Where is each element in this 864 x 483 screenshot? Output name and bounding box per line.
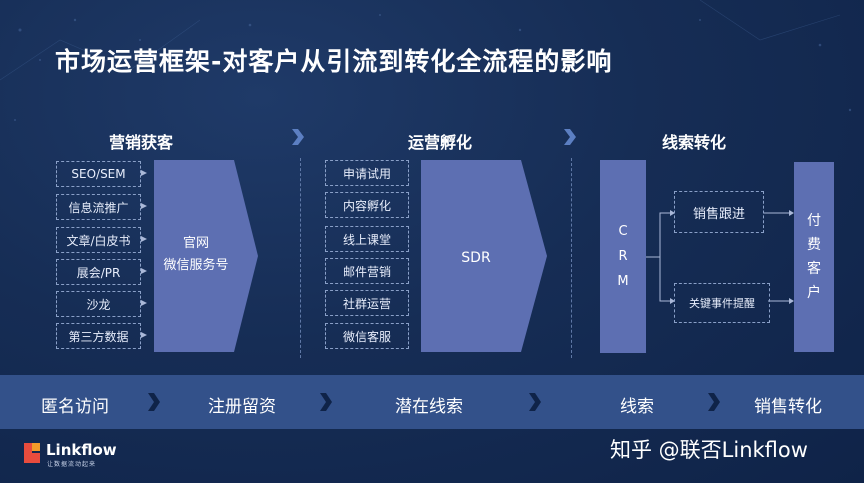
flow-stage-anonymous: 匿名访问 bbox=[41, 397, 109, 417]
zhihu-watermark: 知乎 @联否Linkflow bbox=[610, 438, 808, 462]
channel-box: SEO/SEM bbox=[56, 161, 141, 187]
nurture-box: 微信客服 bbox=[325, 323, 409, 349]
section-title-conversion: 线索转化 bbox=[662, 133, 727, 152]
paying-char: 付 bbox=[807, 213, 821, 229]
flow-stage-register: 注册留资 bbox=[208, 397, 276, 417]
nurture-box: 申请试用 bbox=[325, 160, 409, 186]
crm-connectors bbox=[646, 210, 794, 304]
paying-char: 客 bbox=[807, 261, 821, 277]
section-title-acquisition: 营销获客 bbox=[109, 133, 174, 152]
flow-stage-potential-lead: 潜在线索 bbox=[395, 397, 463, 417]
chevron-right-icon bbox=[708, 393, 720, 411]
crm-letter: R bbox=[618, 249, 628, 264]
paying-customer-block: 付 费 客 户 bbox=[794, 162, 834, 352]
hub-official-site-block bbox=[154, 160, 258, 352]
chevron-right-icon bbox=[148, 393, 160, 411]
logo-tagline: 让数据流动起来 bbox=[47, 461, 97, 468]
hub-official-site-line2: 微信服务号 bbox=[163, 258, 229, 273]
chevron-right-icon bbox=[320, 393, 332, 411]
chevron-right-icon bbox=[292, 129, 304, 145]
channel-box: 文章/白皮书 bbox=[56, 227, 141, 253]
linkflow-logo-icon bbox=[24, 443, 40, 463]
nurture-box: 线上课堂 bbox=[325, 226, 409, 252]
channel-box: 信息流推广 bbox=[56, 194, 141, 220]
hub-official-site-label: 官网 微信服务号 bbox=[154, 233, 238, 277]
crm-letter: M bbox=[617, 274, 629, 289]
channel-box: 第三方数据 bbox=[56, 323, 141, 349]
hub-sdr-block bbox=[421, 160, 547, 352]
channel-box: 展会/PR bbox=[56, 259, 141, 285]
section-divider bbox=[571, 158, 572, 358]
nurture-box: 内容孵化 bbox=[325, 192, 409, 218]
paying-char: 户 bbox=[807, 285, 821, 301]
crm-block: C R M bbox=[600, 160, 646, 353]
logo-name: Linkflow bbox=[46, 441, 117, 459]
paying-char: 费 bbox=[807, 237, 821, 253]
flow-stage-sales-conversion: 销售转化 bbox=[754, 397, 822, 417]
sales-followup-box: 销售跟进 bbox=[674, 191, 764, 233]
section-divider bbox=[300, 158, 301, 358]
section-title-nurture: 运营孵化 bbox=[408, 133, 473, 152]
hub-sdr-label: SDR bbox=[461, 250, 491, 266]
hub-official-site-line1: 官网 bbox=[182, 236, 209, 251]
chevron-right-icon bbox=[529, 393, 541, 411]
channel-arrows bbox=[141, 170, 147, 338]
flow-stage-lead: 线索 bbox=[620, 397, 654, 417]
nurture-box: 邮件营销 bbox=[325, 258, 409, 284]
chevron-right-icon bbox=[564, 129, 576, 145]
page-title: 市场运营框架-对客户从引流到转化全流程的影响 bbox=[55, 47, 613, 76]
key-event-reminder-box: 关键事件提醒 bbox=[674, 283, 770, 323]
channel-box: 沙龙 bbox=[56, 291, 141, 317]
crm-letter: C bbox=[618, 224, 628, 239]
nurture-box: 社群运营 bbox=[325, 290, 409, 316]
